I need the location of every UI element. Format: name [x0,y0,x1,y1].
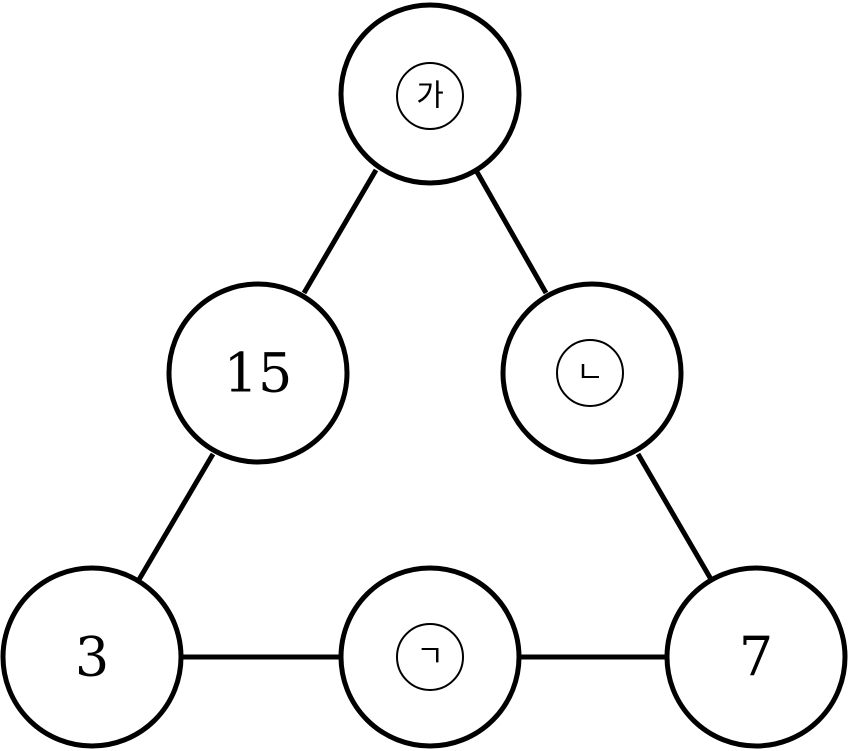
circled-marker-ring [396,623,464,691]
node-bottom-center: ㄱ [338,565,522,749]
node-mid-left-label: 15 [224,342,293,405]
edge-mid-left-to-bottom-left [134,452,216,585]
edge-mid-right-to-bottom-right [635,452,715,583]
node-mid-right: ㄴ [500,281,684,465]
node-bottom-right: 7 [664,565,848,749]
node-bottom-left-label: 3 [75,626,109,689]
edge-top-to-mid-left [301,168,379,295]
edge-top-to-mid-right [474,170,549,295]
circled-marker-ring [556,339,624,407]
circled-marker-ring [396,62,464,130]
node-bottom-right-label: 7 [739,626,773,689]
node-top: 가 [338,2,522,186]
node-mid-left: 15 [166,281,350,465]
node-top-label: 가 [416,79,444,114]
node-bottom-center-label: ㄱ [416,640,444,675]
node-mid-right-label: ㄴ [576,356,604,391]
node-bottom-left: 3 [0,565,184,749]
